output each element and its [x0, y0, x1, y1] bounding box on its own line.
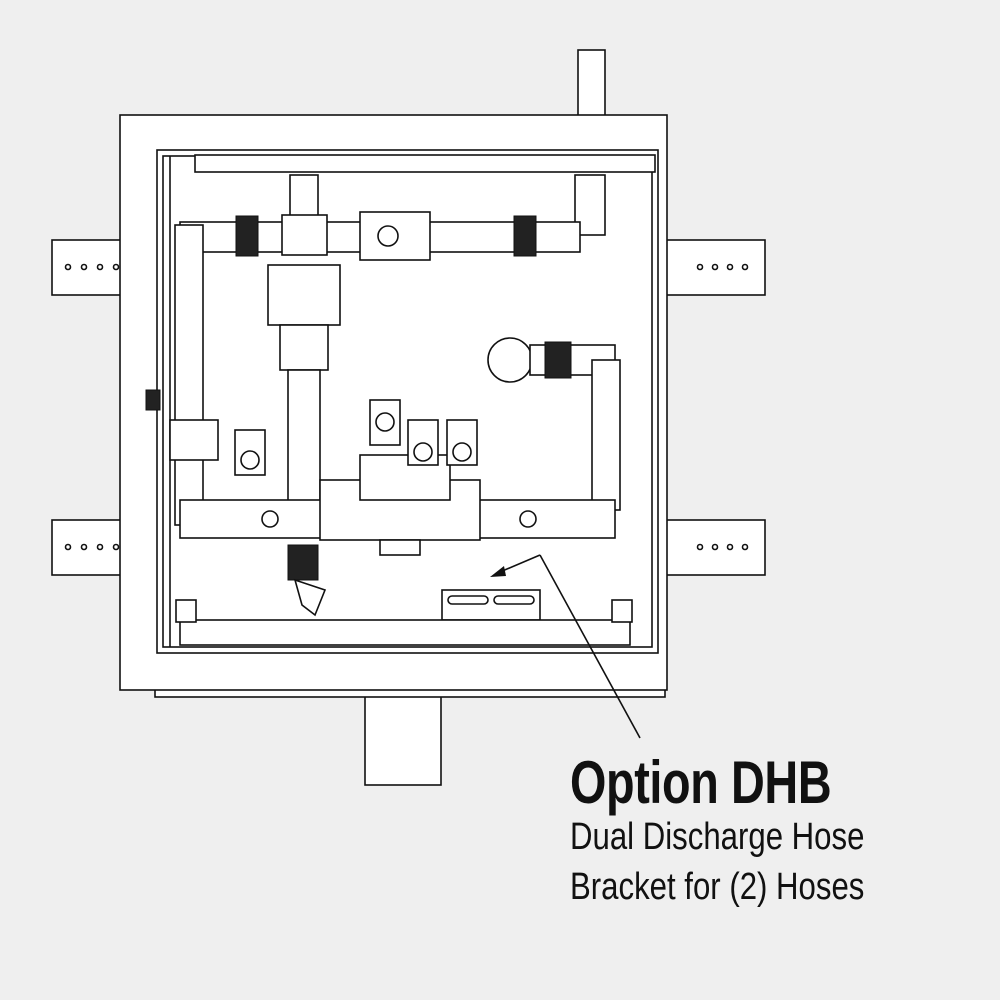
option-description-line-1: Dual Discharge Hose	[570, 816, 865, 858]
hose-bracket	[441, 589, 541, 621]
drain-outlet	[364, 689, 442, 786]
leader-line	[539, 554, 641, 739]
mounting-bracket-left-bottom	[51, 519, 123, 576]
mounting-bracket-right-top	[664, 239, 766, 296]
mounting-bracket-right-bottom	[664, 519, 766, 576]
option-description-line-2: Bracket for (2) Hoses	[570, 866, 865, 908]
option-title: Option DHB	[570, 749, 832, 816]
leader-arrow-icon	[490, 566, 506, 577]
mounting-bracket-left-top	[51, 239, 123, 296]
